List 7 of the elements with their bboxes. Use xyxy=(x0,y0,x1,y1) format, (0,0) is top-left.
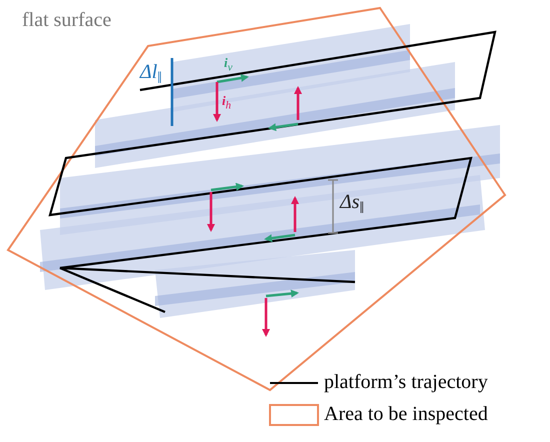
surface-label: flat surface xyxy=(22,10,112,30)
dimension-label: Δs$_{‖}$ xyxy=(340,192,364,217)
legend-label: platform’s trajectory xyxy=(324,372,488,392)
vector-label: i$_{v}$ xyxy=(224,56,232,74)
vector-label: i$_{h}$ xyxy=(222,94,232,112)
dimension-label: Δl$_{‖}$ xyxy=(140,62,162,87)
legend-label: Area to be inspected xyxy=(324,404,488,424)
